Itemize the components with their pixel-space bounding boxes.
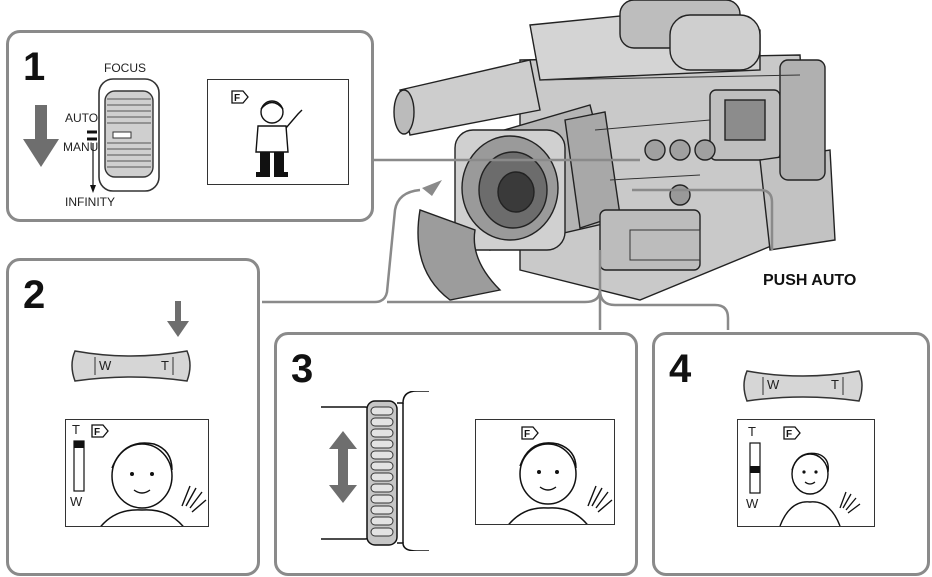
down-arrow-icon (23, 105, 59, 169)
person-closeup (94, 434, 209, 527)
push-auto-label: PUSH AUTO (763, 272, 856, 290)
zoom-indicator-bar (73, 440, 85, 492)
step-4-number: 4 (669, 349, 691, 389)
viewfinder-screen-2: F T W (65, 419, 209, 527)
step-2-number: 2 (23, 275, 45, 315)
zoom-lever[interactable]: W T (741, 365, 865, 405)
step-3-number: 3 (291, 349, 313, 389)
zoom-lever-shape (741, 365, 865, 405)
svg-text:F: F (786, 429, 792, 440)
zoom-lever-shape (69, 345, 193, 385)
zoom-indicator-tele: T (72, 422, 80, 437)
zoom-indicator-wide: W (746, 496, 758, 511)
svg-text:F: F (234, 93, 240, 104)
zoom-lever[interactable]: W T (69, 345, 193, 385)
zoom-tele-label: T (831, 377, 839, 392)
zoom-tele-label: T (161, 358, 169, 373)
zoom-indicator-bar (749, 442, 761, 494)
zoom-wide-label: W (99, 358, 111, 373)
zoom-indicator-tele: T (748, 424, 756, 439)
step-1-number: 1 (23, 47, 45, 87)
person-figure (248, 98, 308, 180)
zoom-indicator-wide: W (70, 494, 82, 509)
focus-switch[interactable] (81, 77, 163, 197)
step-3-panel: 3 F (274, 332, 638, 576)
viewfinder-screen-3: F (475, 419, 615, 525)
infinity-label: INFINITY (65, 195, 115, 209)
zoom-wide-label: W (767, 377, 779, 392)
step-4-panel: 4 W T F T W (652, 332, 930, 576)
viewfinder-screen-4: F T W (737, 419, 875, 527)
viewfinder-screen-1: F (207, 79, 349, 185)
down-arrow-icon (167, 301, 189, 339)
step-2-panel: 2 W T F T W (6, 258, 260, 576)
manual-focus-icon: F (782, 426, 802, 440)
person-closeup (500, 436, 615, 525)
focus-title: FOCUS (104, 61, 146, 75)
manual-focus-icon: F (230, 90, 250, 104)
focus-ring[interactable] (317, 391, 435, 551)
person-figure-medium (776, 450, 870, 526)
step-1-panel: 1 FOCUS AUTO MANU INFINITY F (6, 30, 374, 222)
